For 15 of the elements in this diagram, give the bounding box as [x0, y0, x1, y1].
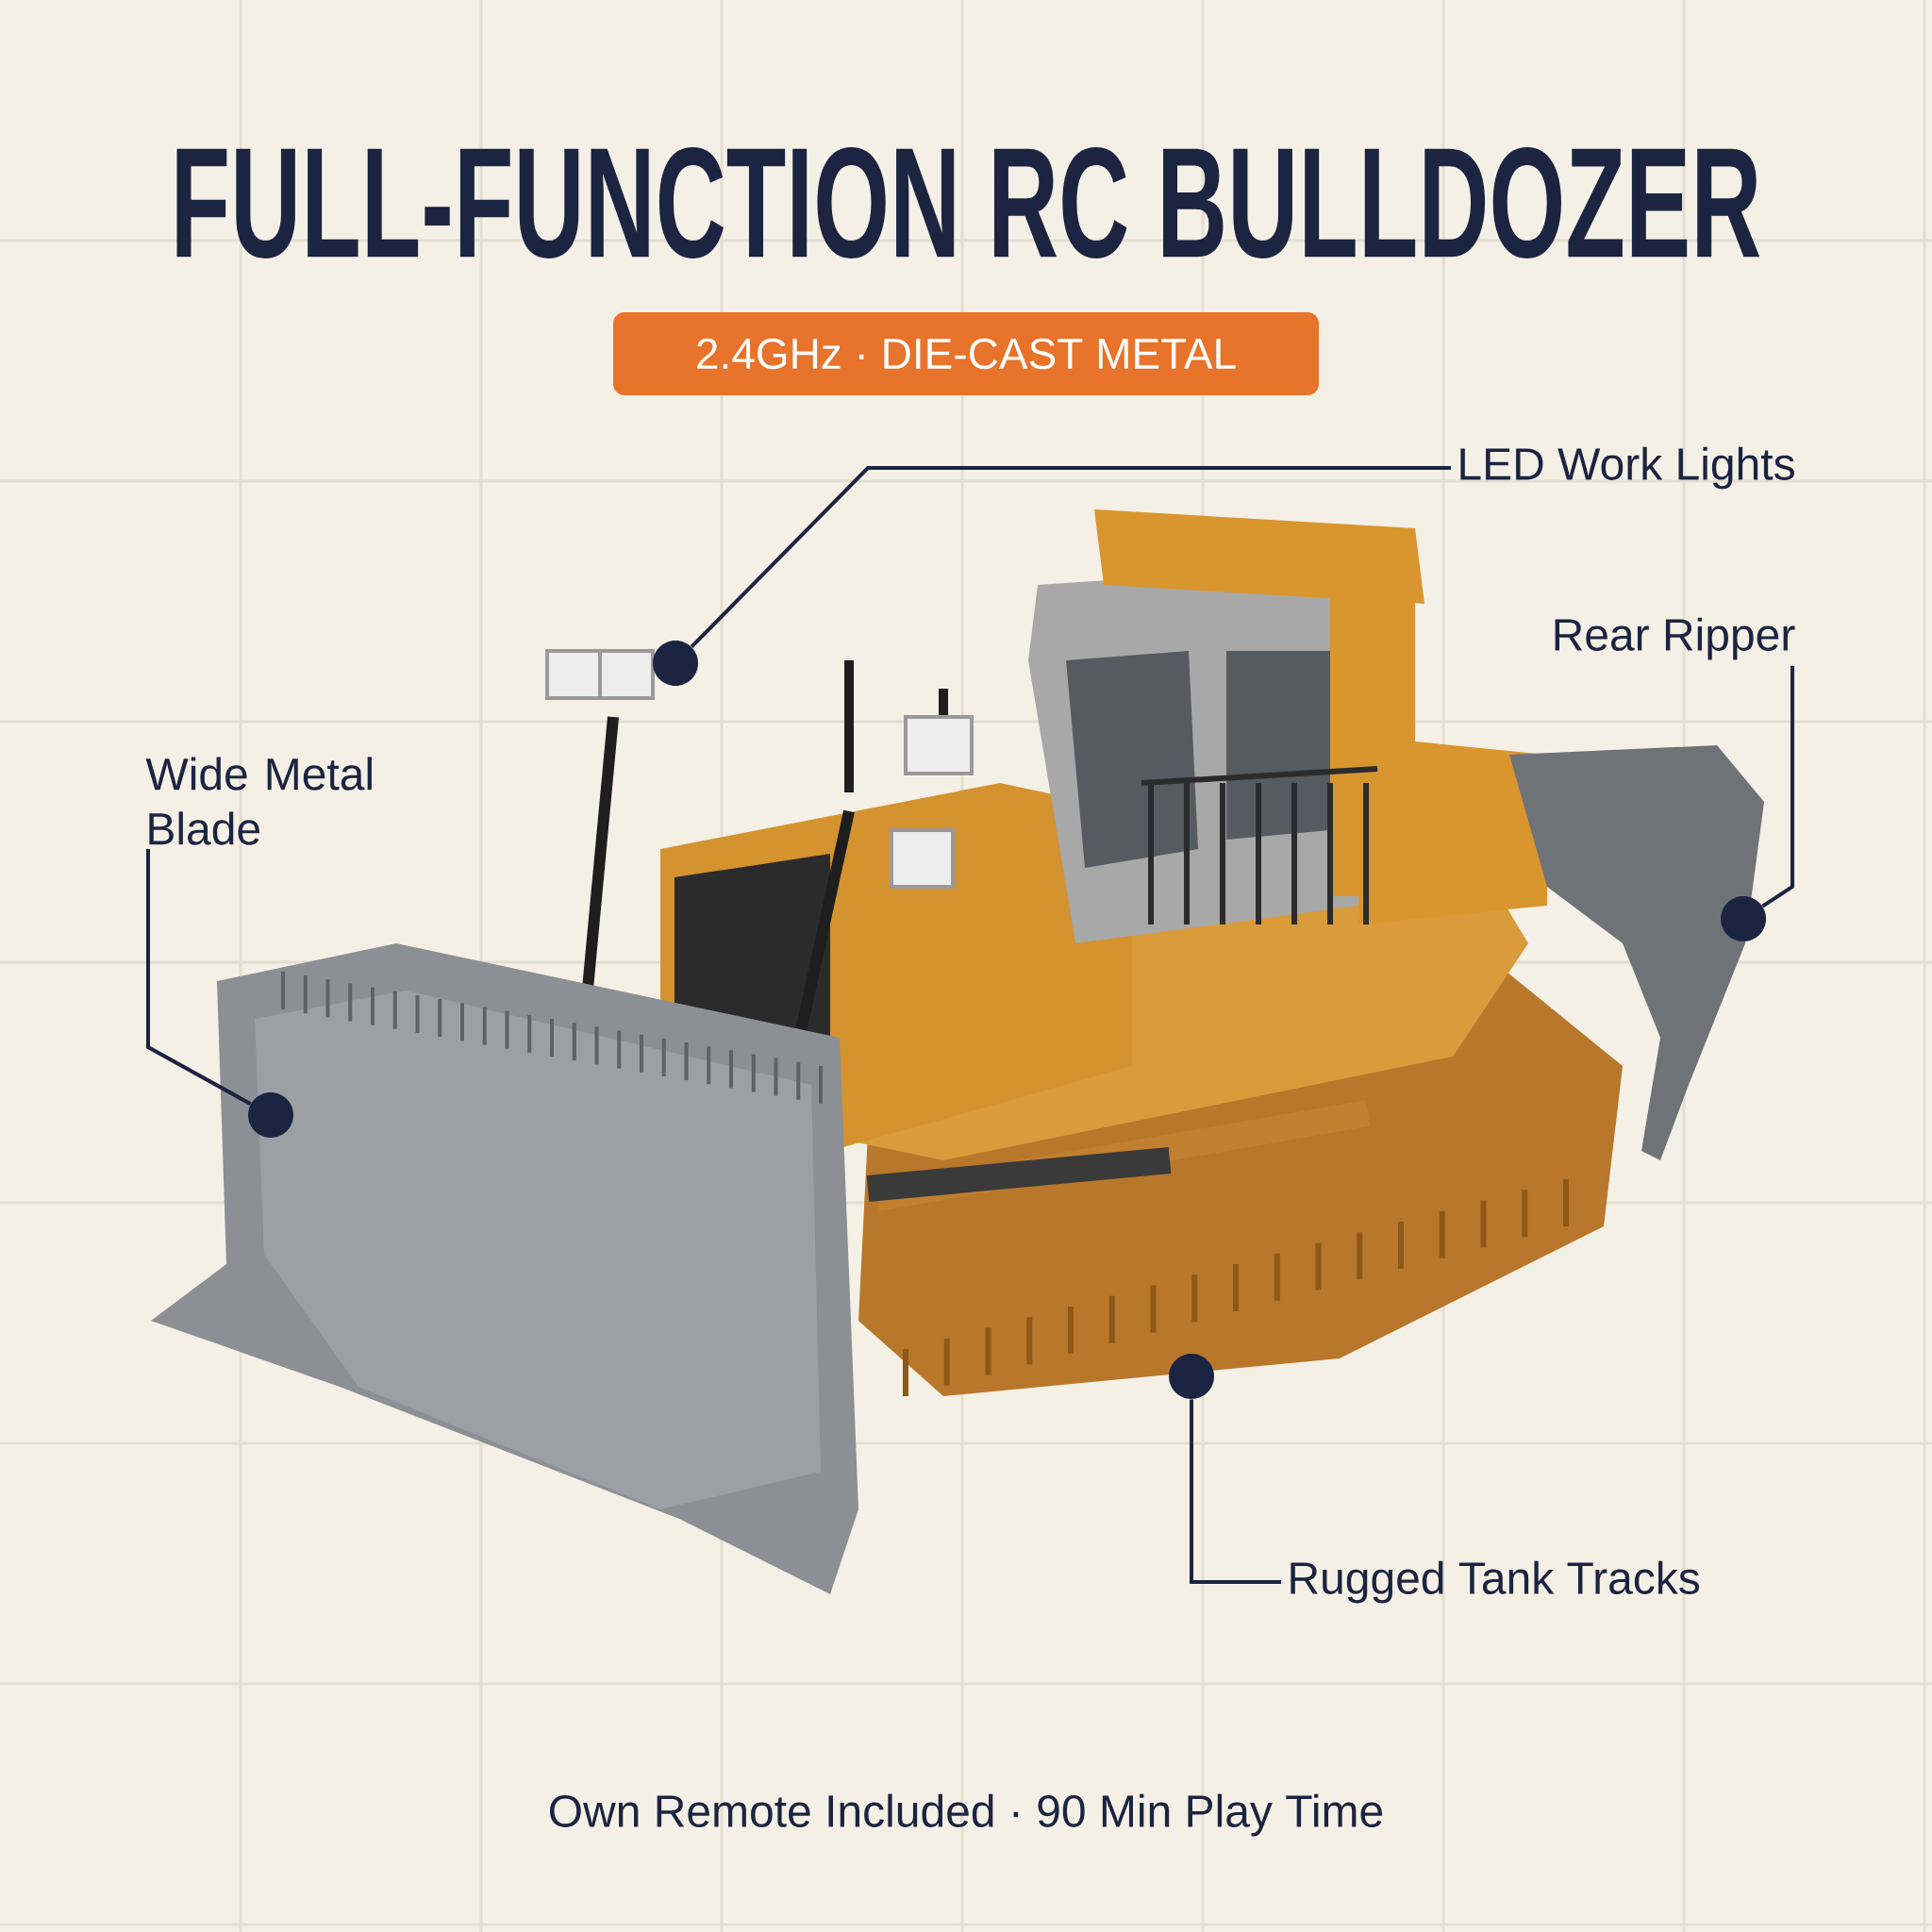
leader-line — [690, 466, 1452, 649]
leader-line — [1761, 665, 1795, 908]
callout-dot — [1721, 896, 1767, 941]
callout-dot — [653, 641, 698, 686]
leader-line — [146, 849, 252, 1106]
callout-text: Rear Ripper — [1555, 617, 1795, 660]
spec-badge: 2.4GHz · DIE-CAST METAL — [613, 312, 1320, 395]
footer-note: Own Remote Included · 90 Min Play Time — [550, 1793, 1383, 1837]
title: FULL-FUNCTION RC BULLDOZER — [176, 147, 1760, 258]
callout-dot — [1169, 1354, 1214, 1399]
callout-dot — [248, 1092, 293, 1138]
leader-line — [1190, 1399, 1281, 1584]
callout-text: Rugged Tank Tracks — [1291, 1560, 1700, 1604]
callout-text: Wide Metal Blade — [145, 757, 372, 845]
callout-text: LED Work Lights — [1460, 446, 1794, 490]
